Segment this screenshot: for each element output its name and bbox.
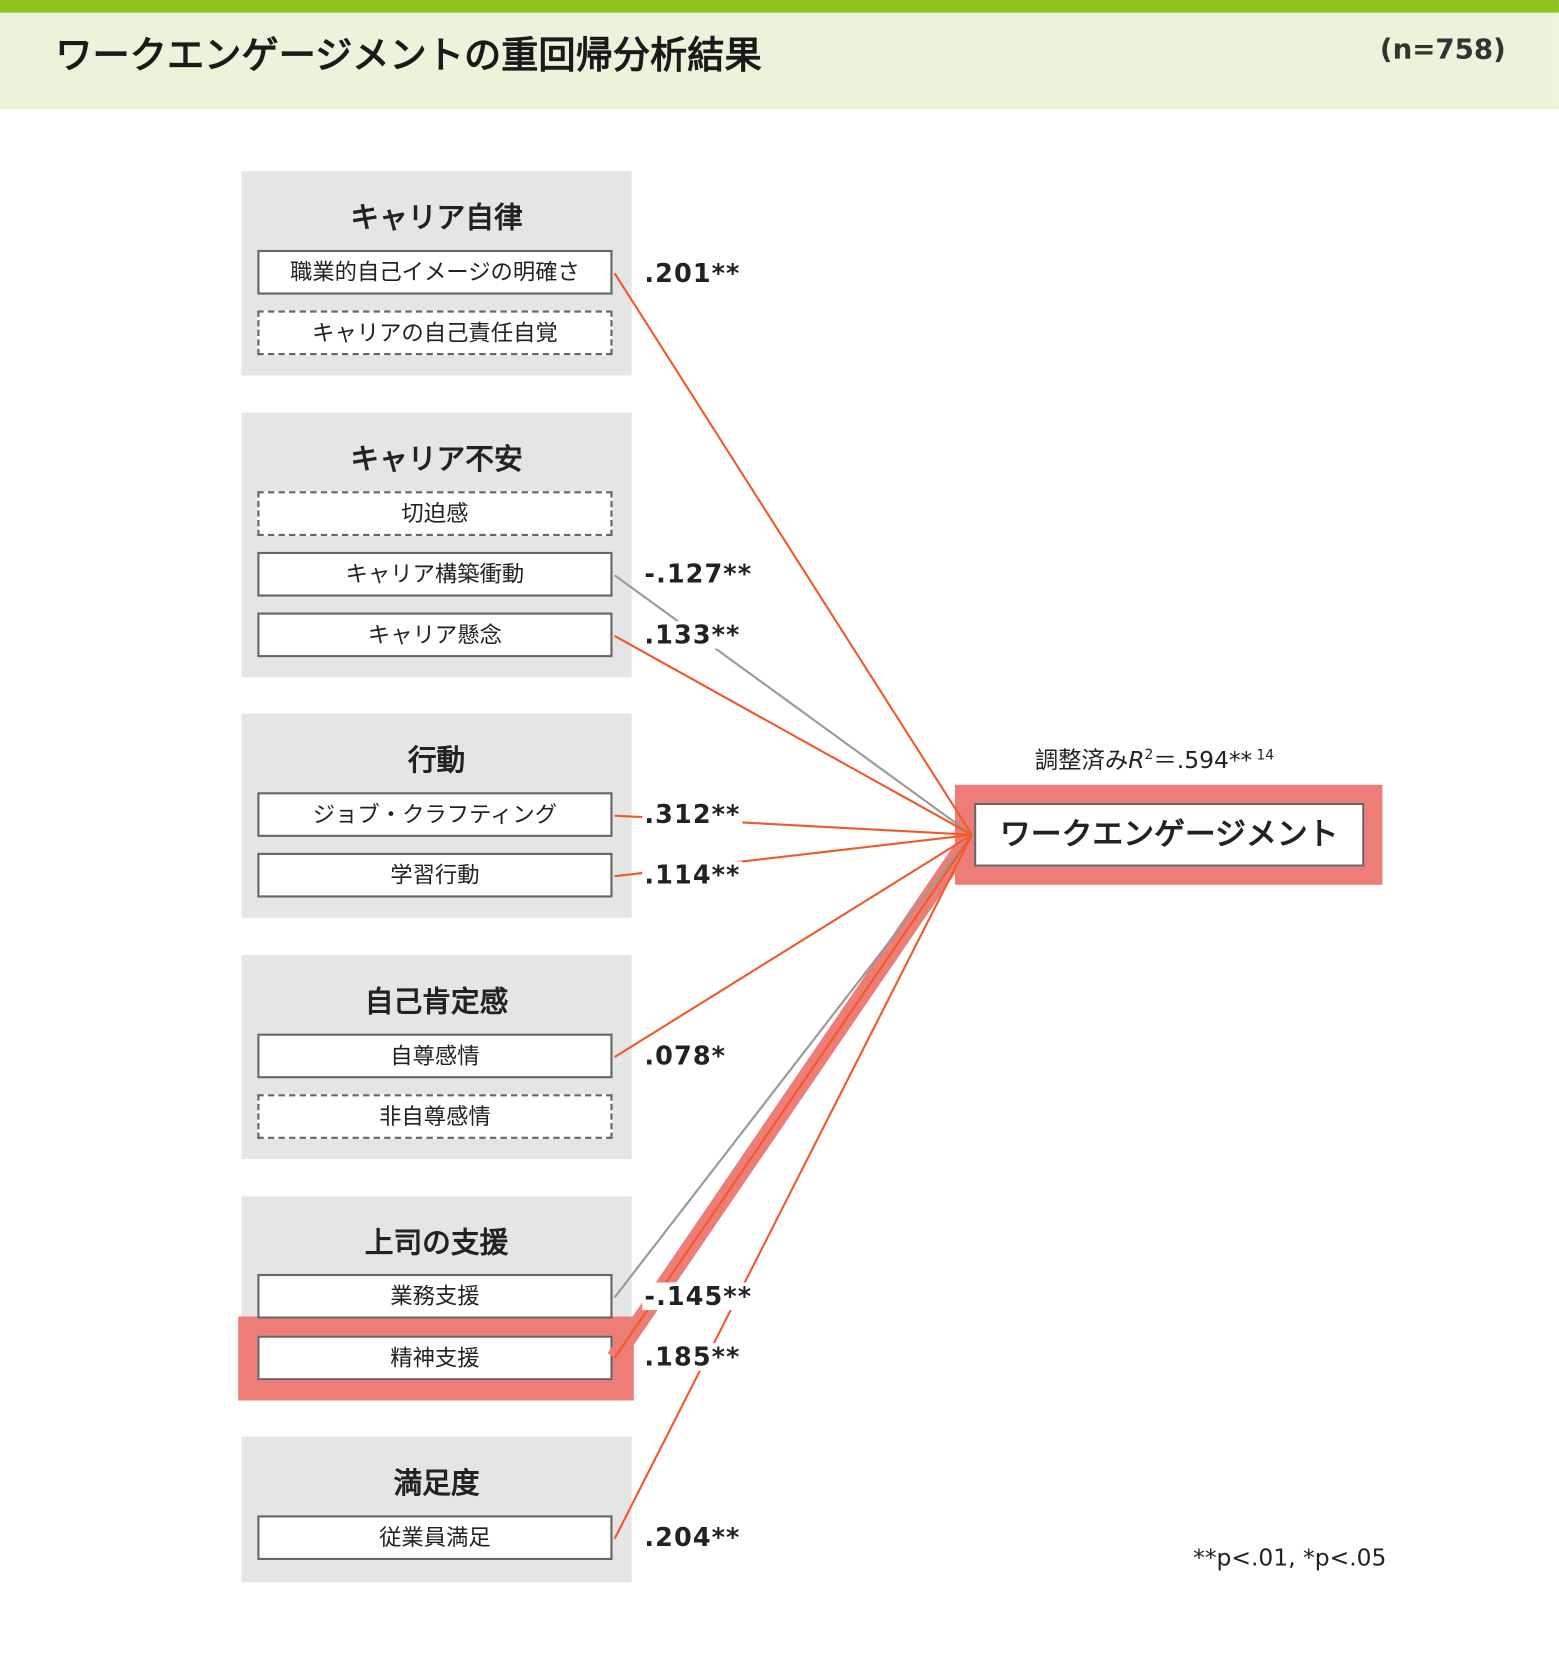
group-satisfaction: 満足度 従業員満足 [241, 1436, 632, 1583]
outcome-box: ワークエンゲージメント [974, 802, 1365, 867]
variable-box: 学習行動 [257, 852, 613, 898]
coefficient: .114** [642, 861, 743, 890]
path-line-negative [614, 574, 973, 836]
variable-box: 業務支援 [257, 1273, 613, 1319]
coefficient: .201** [642, 259, 743, 288]
path-line [613, 834, 973, 1540]
coefficient: .204** [642, 1523, 743, 1552]
group-behavior: 行動 ジョブ・クラフティング 学習行動 [241, 713, 632, 918]
variable-box-nonsignificant: 非自尊感情 [257, 1094, 613, 1139]
path-line [613, 272, 973, 836]
group-title: キャリア不安 [350, 443, 523, 477]
coefficient: -.145** [642, 1282, 755, 1311]
variable-box-nonsignificant: 切迫感 [257, 491, 613, 536]
group-title: 満足度 [393, 1467, 480, 1501]
adjusted-r2: 調整済みR2＝.594**14 [1035, 741, 1274, 775]
path-line [614, 833, 973, 1058]
group-title: 行動 [407, 744, 466, 778]
coefficient: .185** [642, 1343, 743, 1371]
group-title: 上司の支援 [364, 1227, 509, 1261]
coefficient: -.127** [642, 560, 755, 589]
group-title: キャリア自律 [350, 202, 523, 236]
coefficient: .078* [642, 1042, 729, 1070]
variable-box: キャリア構築衝動 [257, 551, 613, 597]
variable-box-nonsignificant: キャリアの自己責任自覚 [257, 310, 613, 356]
sample-size: (n=758) [1379, 34, 1506, 66]
path-line [613, 834, 973, 1359]
variable-box: 自尊感情 [257, 1033, 613, 1079]
r2-note: 14 [1256, 747, 1275, 764]
path-line-negative [613, 834, 973, 1298]
accent-bar [0, 0, 1559, 13]
r2-prefix: 調整済み [1034, 747, 1129, 775]
variable-box-highlighted: 精神支援 [257, 1335, 613, 1381]
page-title: ワークエンゲージメントの重回帰分析結果 [55, 35, 762, 78]
variable-box: 従業員満足 [257, 1515, 613, 1561]
variable-box: ジョブ・クラフティング [257, 792, 613, 837]
group-career-anxiety: キャリア不安 切迫感 キャリア構築衝動 キャリア懸念 [241, 412, 632, 678]
header [0, 12, 1559, 110]
coefficient: .133** [642, 621, 743, 649]
group-title: 自己肯定感 [364, 985, 509, 1019]
path-line [614, 634, 973, 836]
coefficient: .312** [642, 800, 743, 829]
group-supervisor-support: 上司の支援 業務支援 [241, 1196, 632, 1319]
footnote: **p<.01, *p<.05 [1193, 1545, 1387, 1572]
r2-value: ＝.594** [1153, 747, 1253, 775]
group-self-esteem: 自己肯定感 自尊感情 非自尊感情 [241, 954, 632, 1160]
group-career-autonomy: キャリア自律 職業的自己イメージの明確さ キャリアの自己責任自覚 [241, 171, 632, 376]
r2-superscript: 2 [1144, 747, 1154, 764]
variable-box: 職業的自己イメージの明確さ [257, 249, 613, 295]
variable-box: キャリア懸念 [257, 612, 613, 658]
r2-symbol: R [1128, 747, 1145, 775]
